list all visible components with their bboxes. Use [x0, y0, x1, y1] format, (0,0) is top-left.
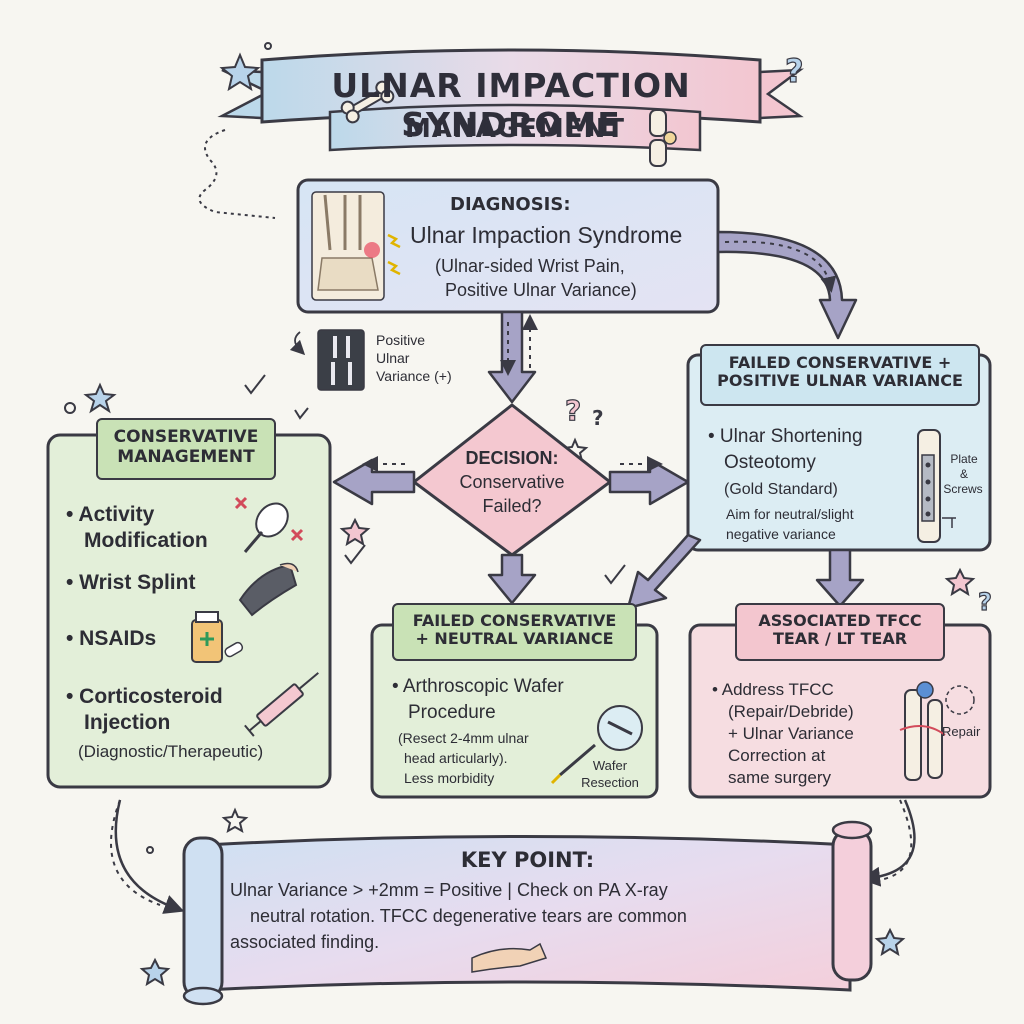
decision-label-1: DECISION: [465, 448, 559, 468]
conservative-title-line1: CONSERVATIVE [113, 427, 259, 447]
key-point-scroll [182, 820, 873, 1006]
wrist-xray-icon [311, 191, 401, 301]
conservative-item-4b: Injection [84, 711, 171, 734]
failed-positive-item-2: Osteotomy [724, 452, 816, 473]
failed-positive-item-1: • Ulnar Shortening [708, 426, 863, 447]
failed-positive-title-line2: POSITIVE ULNAR VARIANCE [717, 371, 963, 391]
xray-note-2: Ulnar [376, 350, 410, 366]
tfcc-repair-icon [899, 681, 975, 781]
failed-positive-item-3: (Gold Standard) [724, 481, 838, 498]
svg-text:?: ? [978, 588, 992, 616]
diagnosis-detail-2: Positive Ulnar Variance) [445, 280, 637, 300]
conservative-title: CONSERVATIVE MANAGEMENT [96, 418, 276, 480]
conservative-item-4a: • Corticosteroid [66, 685, 223, 708]
question-marks: ? ? ? ? [564, 51, 992, 616]
key-point-line-3: associated finding. [230, 932, 380, 952]
failed-neutral-item-2: Procedure [408, 702, 496, 723]
tfcc-title-line1: ASSOCIATED TFCC [758, 611, 922, 630]
wafer-label-2: Resection [581, 775, 639, 790]
tfcc-to-keypoint-arrow [860, 799, 916, 887]
tfcc-title: ASSOCIATED TFCC TEAR / LT TEAR [735, 603, 945, 661]
diagnosis-heading: DIAGNOSIS: [450, 194, 571, 215]
syringe-icon [244, 672, 319, 737]
svg-text:?: ? [592, 406, 604, 430]
plate-label-3: Screws [943, 482, 983, 496]
svg-text:?: ? [565, 394, 581, 427]
wafer-label-1: Wafer [592, 758, 628, 773]
decision-label-2: Conservative [459, 472, 565, 492]
arthroscope-icon [550, 705, 643, 785]
xray-film-icon [289, 329, 365, 391]
tennis-racket-icon [234, 496, 304, 553]
diagnosis-name: Ulnar Impaction Syndrome [410, 222, 683, 248]
tfcc-item-1: • Address TFCC [712, 680, 834, 699]
failed-neutral-title: FAILED CONSERVATIVE + NEUTRAL VARIANCE [392, 603, 637, 661]
tfcc-item-2: (Repair/Debride) [728, 702, 854, 721]
key-point-line-2: neutral rotation. TFCC degenerative tear… [250, 906, 687, 926]
conservative-item-2: • Wrist Splint [66, 571, 196, 594]
title-ribbon [217, 48, 805, 152]
failed-neutral-item-1: • Arthroscopic Wafer [392, 676, 564, 697]
conservative-to-keypoint-arrow [114, 799, 185, 914]
conservative-item-1a: • Activity [66, 503, 155, 526]
failed-positive-aim-1: Aim for neutral/slight [726, 506, 854, 522]
conservative-item-1b: Modification [84, 529, 208, 552]
bone-icon [340, 80, 395, 124]
failed-positive-title-line1: FAILED CONSERVATIVE + [728, 353, 952, 372]
page-title: ULNAR IMPACTION SYNDROME [331, 66, 691, 144]
failed-neutral-title-line1: FAILED CONSERVATIVE [412, 611, 617, 630]
plate-label-1: Plate [950, 452, 978, 466]
failed-positive-aim-2: negative variance [726, 526, 836, 542]
plate-screws-icon [917, 429, 956, 543]
page-subtitle: MANAGEMENT [404, 114, 626, 144]
wrist-splint-icon [238, 562, 299, 617]
failed-neutral-detail-1: (Resect 2-4mm ulnar [398, 730, 529, 746]
failed-neutral-detail-2: head articularly). [404, 750, 508, 766]
medicine-bottle-icon [191, 611, 244, 663]
doodle-swirl [198, 129, 276, 219]
decision-label-3: Failed? [482, 496, 542, 516]
tfcc-item-5: same surgery [728, 768, 831, 787]
diagnosis-detail-1: (Ulnar-sided Wrist Pain, [435, 256, 625, 276]
repair-label: Repair [942, 724, 981, 739]
flow-arrows [332, 230, 865, 610]
tfcc-item-3: + Ulnar Variance [728, 724, 854, 743]
failed-positive-title: FAILED CONSERVATIVE + POSITIVE ULNAR VAR… [700, 344, 980, 406]
plate-label-2: & [959, 467, 968, 481]
tfcc-item-4: Correction at [728, 746, 826, 765]
conservative-item-4c: (Diagnostic/Therapeutic) [78, 742, 264, 761]
failed-neutral-title-line2: + NEUTRAL VARIANCE [415, 629, 614, 649]
conservative-title-line2: MANAGEMENT [117, 446, 255, 467]
conservative-item-3: • NSAIDs [66, 627, 157, 650]
svg-text:?: ? [785, 52, 804, 90]
key-point-line-1: Ulnar Variance > +2mm = Positive | Check… [230, 880, 668, 900]
key-point-heading: KEY POINT: [460, 848, 595, 872]
xray-note-3: Variance (+) [376, 368, 452, 384]
joint-icon [649, 109, 677, 167]
failed-neutral-detail-3: Less morbidity [404, 770, 495, 786]
xray-note-1: Positive [376, 332, 426, 348]
tfcc-title-line2: TEAR / LT TEAR [772, 629, 908, 649]
